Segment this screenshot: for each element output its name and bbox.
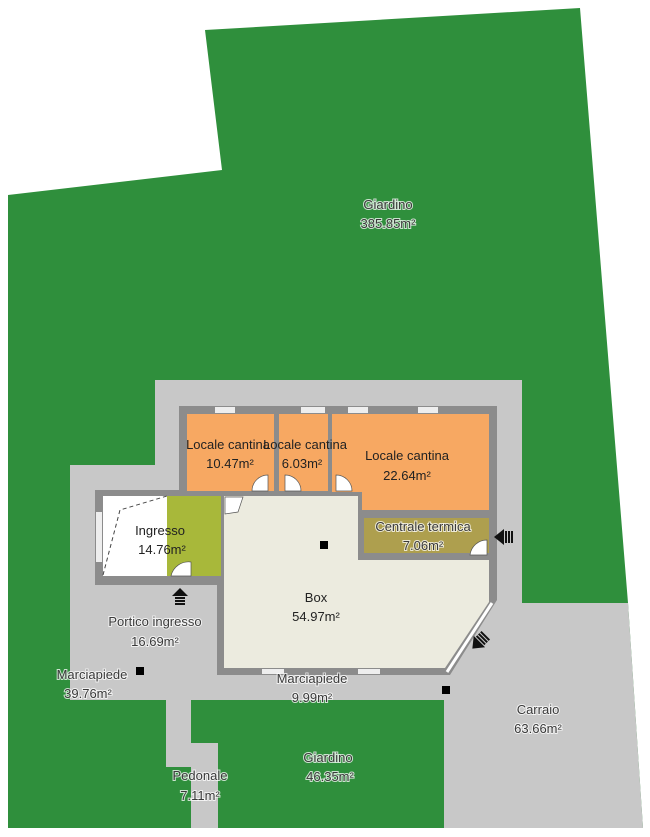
room-name: Locale cantina xyxy=(263,437,348,452)
room-name: Giardino xyxy=(303,750,352,765)
room-area: 7.11m² xyxy=(180,788,220,803)
entrance-arrow-icon xyxy=(472,630,491,649)
marker-square-icon xyxy=(136,667,144,675)
room-name: Carraio xyxy=(517,702,560,717)
room-cantina-3 xyxy=(332,414,489,510)
room-name: Locale cantina xyxy=(365,448,450,463)
room-name: Box xyxy=(305,590,328,605)
room-ingresso-white xyxy=(103,496,167,576)
garden-area-small xyxy=(191,700,444,828)
room-area: 9.99m² xyxy=(292,690,333,705)
entrance-arrow-icon xyxy=(172,588,188,605)
pedonale-path xyxy=(166,700,191,767)
room-area: 14.76m² xyxy=(138,542,186,557)
marker-square-icon xyxy=(442,686,450,694)
pedonale-path-lower xyxy=(191,743,218,828)
room-area: 54.97m² xyxy=(292,609,340,624)
room-area: 6.03m² xyxy=(282,456,323,471)
room-ingresso-green xyxy=(167,496,221,576)
room-area: 63.66m² xyxy=(514,721,562,736)
room-name: Portico ingresso xyxy=(108,614,201,629)
room-area: 10.47m² xyxy=(206,456,254,471)
room-area: 46.35m² xyxy=(306,769,354,784)
doors xyxy=(170,474,488,577)
room-centrale-termica xyxy=(364,518,489,553)
room-area: 7.06m² xyxy=(403,538,444,553)
room-name: Pedonale xyxy=(173,768,228,783)
room-box xyxy=(224,496,489,668)
windows xyxy=(96,407,438,674)
room-area: 22.64m² xyxy=(383,468,431,483)
room-name: Locale cantina xyxy=(186,437,271,452)
ingresso-stair-line xyxy=(102,495,168,576)
marker-square-icon xyxy=(320,541,328,549)
entrance-arrow-icon xyxy=(494,529,513,545)
garage-door xyxy=(445,602,494,673)
room-name: Marciapiede xyxy=(57,667,128,682)
room-area: 39.76m² xyxy=(64,686,112,701)
room-name: Centrale termica xyxy=(375,519,471,534)
room-area: 385.85m² xyxy=(361,216,417,231)
room-name: Giardino xyxy=(363,197,412,212)
room-area: 16.69m² xyxy=(131,634,179,649)
room-name: Marciapiede xyxy=(277,671,348,686)
room-name: Ingresso xyxy=(135,523,185,538)
